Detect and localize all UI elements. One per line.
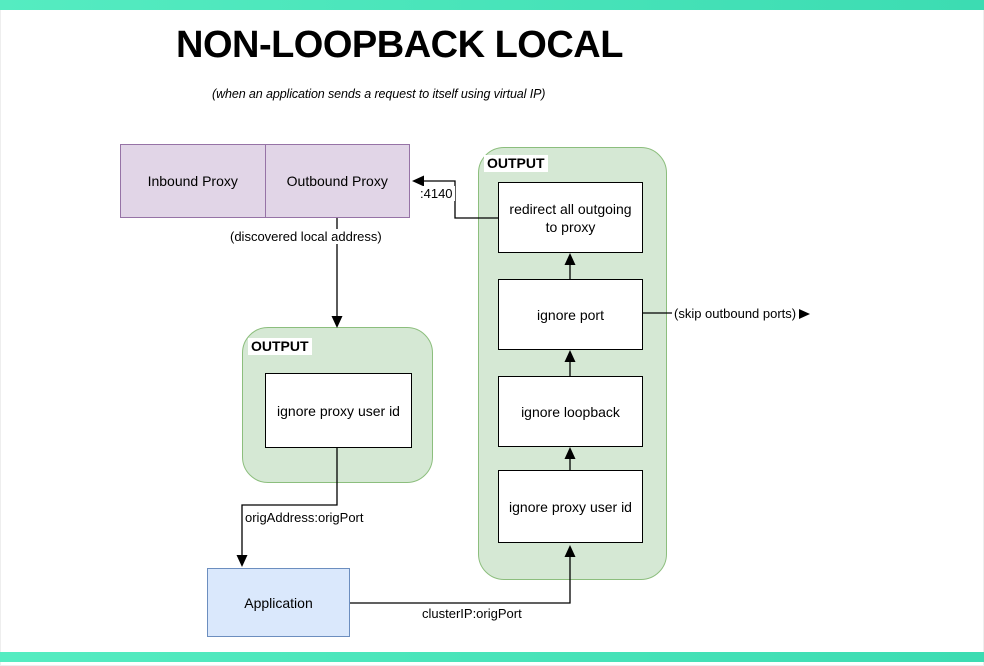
page-title: NON-LOOPBACK LOCAL [176, 24, 623, 66]
arrow-right-icon [799, 308, 811, 319]
right-ignore-proxy-user-id-node: ignore proxy user id [498, 470, 643, 543]
port-4140-label: :4140 [418, 186, 455, 201]
ignore-loopback-node: ignore loopback [498, 376, 643, 447]
ignore-port-node: ignore port [498, 279, 643, 350]
redirect-all-outgoing-node: redirect all outgoing to proxy [498, 182, 643, 253]
right-output-title: OUTPUT [484, 155, 548, 172]
application-node: Application [207, 568, 350, 637]
skip-outbound-ports-text: (skip outbound ports) [673, 306, 798, 321]
top-accent-bar [0, 0, 984, 10]
bottom-accent-bar [0, 652, 984, 662]
discovered-local-address-label: (discovered local address) [228, 229, 384, 244]
left-ignore-proxy-user-id-node: ignore proxy user id [265, 373, 412, 448]
proxy-pair-node: Inbound Proxy Outbound Proxy [120, 144, 410, 218]
inbound-proxy-node: Inbound Proxy [147, 173, 238, 189]
arrowhead-west-proxy [412, 175, 424, 187]
left-output-title: OUTPUT [248, 338, 312, 355]
cluster-ip-port-label: clusterIP:origPort [420, 606, 524, 621]
skip-outbound-ports-label: (skip outbound ports) [671, 306, 812, 321]
arrowhead-south-application [236, 555, 248, 567]
orig-address-port-label: origAddress:origPort [243, 510, 366, 525]
page-subtitle: (when an application sends a request to … [212, 87, 546, 101]
outbound-proxy-node: Outbound Proxy [264, 145, 410, 217]
